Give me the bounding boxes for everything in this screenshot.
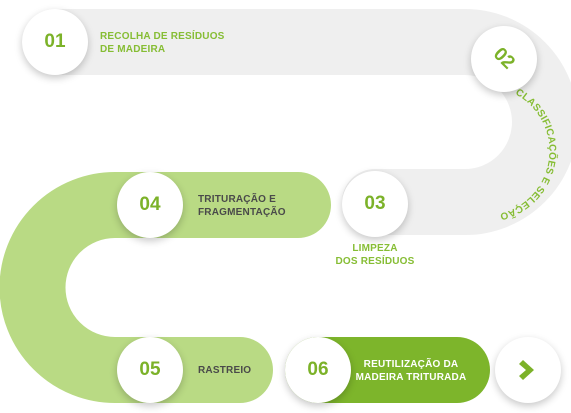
step-01-number: 01	[44, 31, 66, 52]
step-05-number: 05	[139, 359, 161, 380]
step-04-circle: 04	[117, 172, 183, 238]
step-03-label: LIMPEZA DOS RESÍDUOS	[335, 243, 415, 267]
step-01-circle: 01	[22, 9, 88, 75]
step-03-circle: 03	[342, 171, 408, 237]
step-05-circle: 05	[117, 337, 183, 403]
chevron-right-icon	[519, 360, 534, 380]
step-04-number: 04	[139, 194, 161, 215]
step-06-number: 06	[307, 359, 329, 380]
step-06-circle: 06	[285, 337, 351, 403]
track-light-green	[0, 172, 331, 403]
step-01-label: RECOLHA DE RESÍDUOS DE MADEIRA	[100, 31, 225, 55]
step-05-label: RASTREIO	[198, 365, 252, 376]
step-06-label: REUTILIZAÇÃO DA MADEIRA TRITURADA	[355, 359, 467, 383]
next-button[interactable]	[495, 337, 561, 403]
step-02-circle: 02	[471, 26, 537, 92]
step-04-label: TRITURAÇÃO E FRAGMENTAÇÃO	[198, 194, 286, 218]
step-03-number: 03	[364, 193, 386, 214]
step-02-number: 02	[489, 43, 520, 74]
